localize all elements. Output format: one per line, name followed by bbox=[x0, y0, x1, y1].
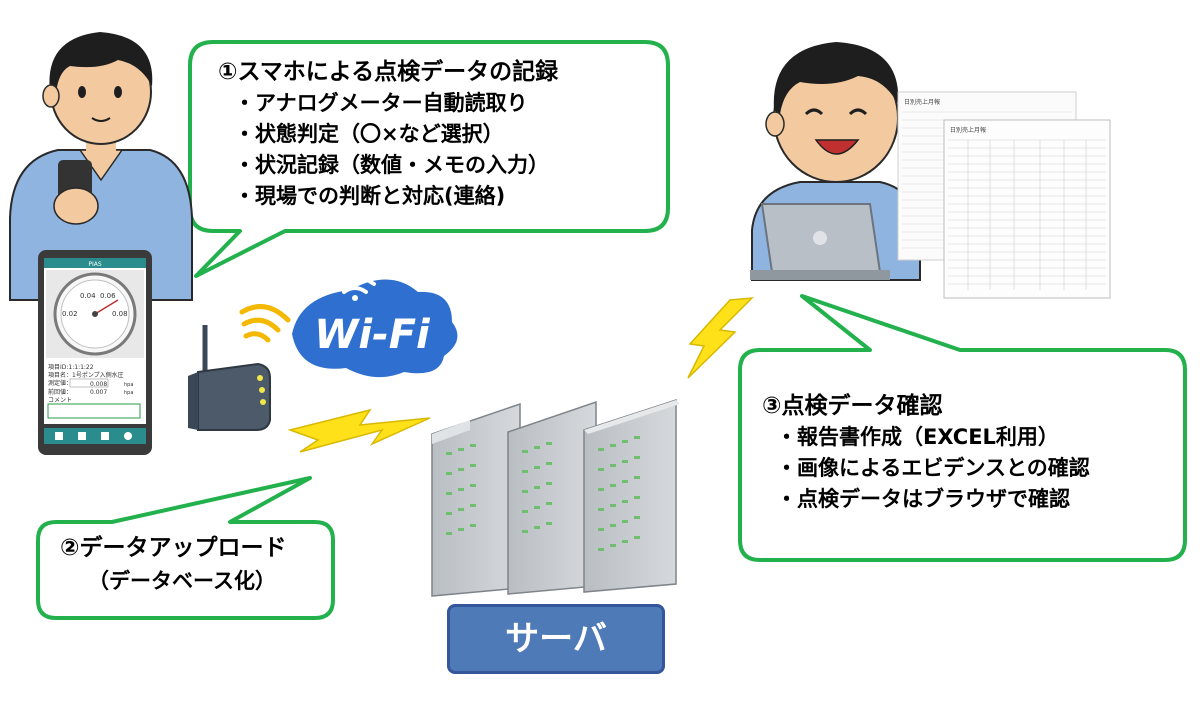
gauge-tick-4: 0.08 bbox=[112, 310, 128, 318]
back-icon[interactable] bbox=[55, 432, 63, 440]
bubble-recording-item: ・状態判定（〇×など選択） bbox=[234, 122, 504, 146]
measured-value: 0.008 bbox=[90, 381, 107, 388]
lightning-left bbox=[287, 408, 431, 453]
bubble-recording-title: ①スマホによる点検データの記録 bbox=[218, 59, 559, 85]
measured-unit: hpa bbox=[124, 382, 133, 388]
field-measured: 測定値： bbox=[48, 379, 72, 387]
previous-unit: hpa bbox=[124, 390, 133, 396]
wifi-router bbox=[188, 325, 271, 431]
camera-icon[interactable] bbox=[101, 432, 109, 440]
bubble-confirm-title: ③点検データ確認 bbox=[762, 393, 943, 419]
bubble-recording-item: ・現場での判断と対応(連絡) bbox=[234, 184, 506, 208]
server-label: サーバ bbox=[447, 604, 665, 674]
bubble-confirm-item: ・点検データはブラウザで確認 bbox=[776, 487, 1070, 511]
field-item-name: 項目名：1号ポンプ入側水圧 bbox=[48, 371, 124, 379]
bubble-confirm-item: ・報告書作成（EXCEL利用） bbox=[776, 425, 1059, 449]
field-comment: コメント bbox=[48, 397, 72, 404]
bubble-confirm bbox=[738, 294, 1187, 562]
bubble-recording-text: ①スマホによる点検データの記録 ・アナログメーター自動読取り ・状態判定（〇×な… bbox=[218, 56, 558, 212]
gauge-tick-2: 0.06 bbox=[100, 292, 116, 300]
server-rack-illustration bbox=[431, 398, 680, 597]
report-document: 日別売上月報 日別売上月報 bbox=[897, 91, 1111, 299]
bubble-upload-title: ②データアップロード bbox=[60, 535, 287, 561]
bubble-upload bbox=[36, 476, 335, 620]
field-previous: 前回値： bbox=[48, 388, 72, 396]
tablet-device: PIAS 0.04 0.06 0.02 0.08 項目ID:1:1:1:22 項… bbox=[38, 250, 152, 455]
field-item-id: 項目ID:1:1:1:22 bbox=[48, 364, 94, 371]
wifi-logo: Wi-Fi bbox=[292, 275, 458, 378]
bubble-recording-item: ・状況記録（数値・メモの入力） bbox=[234, 153, 549, 177]
tablet-app-title: PIAS bbox=[88, 261, 101, 268]
wifi-label: Wi-Fi bbox=[314, 312, 431, 358]
bubble-upload-text: ②データアップロード （データベース化） bbox=[60, 532, 286, 598]
comment-input[interactable] bbox=[47, 403, 141, 419]
bubble-confirm-item: ・画像によるエビデンスとの確認 bbox=[776, 456, 1090, 480]
bubble-upload-subtitle: （データベース化） bbox=[88, 569, 276, 593]
report-title-front: 日別売上月報 bbox=[950, 126, 986, 134]
bubble-recording bbox=[188, 40, 670, 278]
bubble-confirm-text: ③点検データ確認 ・報告書作成（EXCEL利用） ・画像によるエビデンスとの確認… bbox=[762, 390, 1090, 515]
measured-input[interactable] bbox=[69, 378, 109, 388]
gallery-icon[interactable] bbox=[78, 432, 86, 440]
office-worker-illustration bbox=[750, 42, 921, 281]
gauge-tick-1: 0.04 bbox=[80, 292, 96, 300]
settings-icon[interactable] bbox=[124, 432, 132, 440]
gauge-tick-3: 0.02 bbox=[62, 310, 78, 318]
lightning-right bbox=[687, 297, 754, 379]
bubble-recording-item: ・アナログメーター自動読取り bbox=[234, 91, 528, 115]
wifi-signal-icon bbox=[239, 304, 291, 343]
previous-value: 0.007 bbox=[90, 389, 107, 396]
report-title-back: 日別売上月報 bbox=[904, 98, 940, 106]
